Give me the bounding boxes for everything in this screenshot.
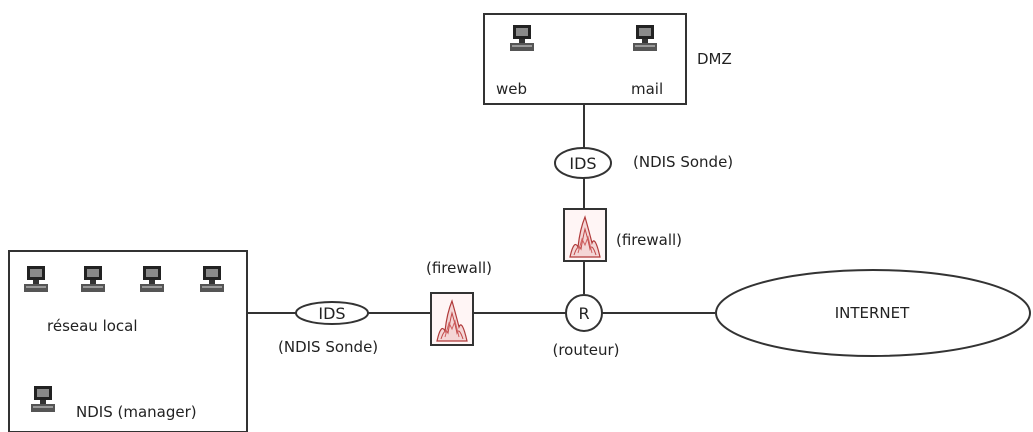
- dmz-zone: web mail: [483, 13, 687, 105]
- dmz-host-mail: mail: [631, 80, 663, 98]
- computer-icon: [633, 25, 657, 51]
- dmz-firewall-caption: (firewall): [616, 231, 682, 249]
- computer-icon: [31, 386, 55, 412]
- firewall-icon: [430, 292, 474, 346]
- firewall-icon: [563, 208, 607, 262]
- computer-icon: [24, 266, 48, 292]
- router-label: R: [578, 304, 589, 323]
- computer-icon: [200, 266, 224, 292]
- internet-label: INTERNET: [835, 304, 910, 322]
- router-node: R: [565, 294, 603, 332]
- dmz-label: DMZ: [697, 50, 732, 68]
- computer-icon: [81, 266, 105, 292]
- dmz-host-web: web: [496, 80, 527, 98]
- lan-zone: réseau local NDIS (manager): [8, 250, 248, 432]
- lan-ids-label: IDS: [318, 304, 345, 323]
- router-caption: (routeur): [552, 341, 619, 359]
- dmz-ids-caption: (NDIS Sonde): [633, 153, 733, 171]
- lan-firewall-caption: (firewall): [426, 259, 492, 277]
- dmz-ids-label: IDS: [569, 154, 596, 173]
- dmz-ids-node: IDS: [554, 147, 612, 179]
- lan-ids-caption: (NDIS Sonde): [278, 338, 378, 356]
- manager-label: NDIS (manager): [76, 403, 197, 421]
- computer-icon: [510, 25, 534, 51]
- lan-label: réseau local: [47, 317, 138, 335]
- internet-cloud: INTERNET: [715, 269, 1031, 357]
- lan-ids-node: IDS: [295, 301, 369, 325]
- computer-icon: [140, 266, 164, 292]
